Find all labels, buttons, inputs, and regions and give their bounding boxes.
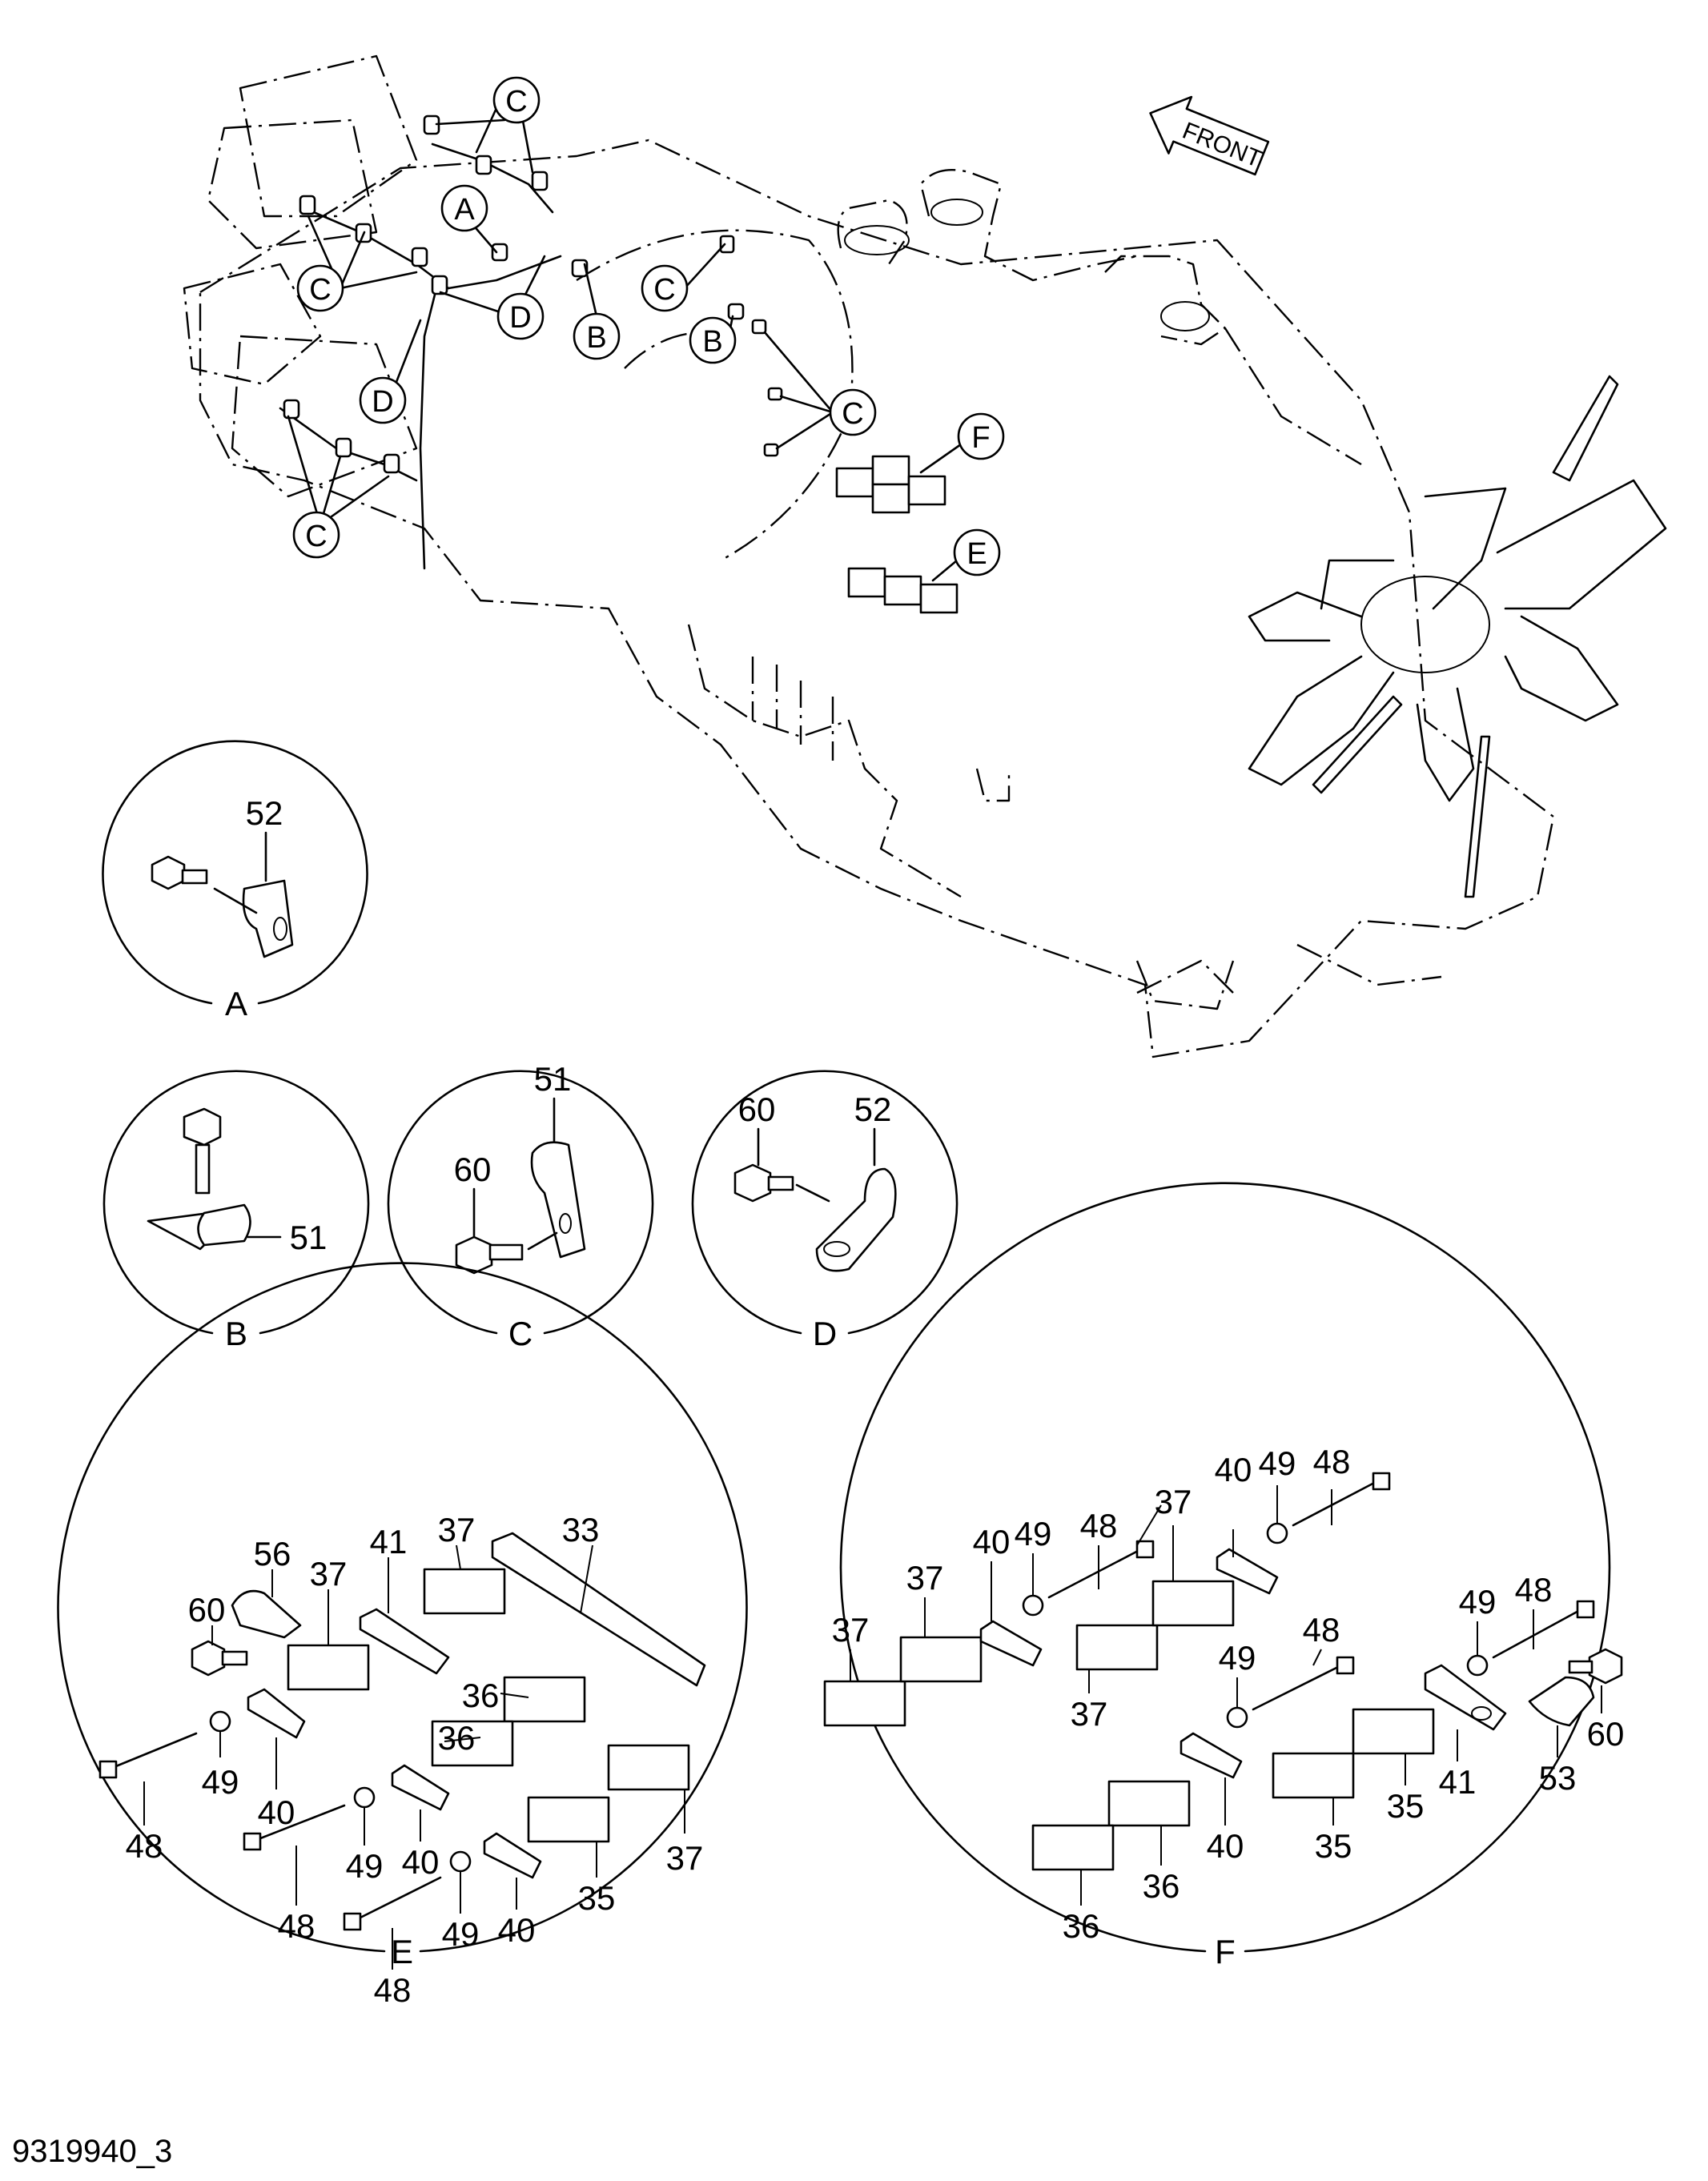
detail-f-label-37d: 37 [1071, 1695, 1108, 1733]
front-arrow: FRONT [1149, 95, 1270, 176]
bubble-c-label: C [505, 85, 527, 118]
detail-e-label-40b: 40 [402, 1843, 440, 1881]
detail-f-label-53: 53 [1539, 1759, 1577, 1797]
callout-bubble-a: A [440, 184, 498, 254]
callout-bubble-e: E [931, 528, 1001, 582]
detail-a: A 52 [102, 740, 368, 1022]
detail-d-label-52: 52 [854, 1090, 892, 1128]
detail-e-label-41: 41 [370, 1523, 408, 1560]
callout-bubble-c3: C [287, 415, 390, 559]
bubble-c4-label: C [653, 273, 675, 307]
bubble-c5-label: C [842, 397, 863, 431]
detail-f-label-60: 60 [1587, 1715, 1625, 1753]
detail-f-label-48a: 48 [1313, 1443, 1351, 1480]
main-callouts: C A C D B D C [287, 76, 1005, 582]
detail-e: E [57, 1262, 748, 2009]
bubble-d2-label: D [372, 385, 393, 419]
detail-e-label-48b: 48 [278, 1907, 315, 1945]
detail-f-caption: F [1215, 1933, 1236, 1970]
detail-f-label-49a: 49 [1259, 1444, 1296, 1482]
detail-c-label-60: 60 [454, 1151, 492, 1188]
callout-bubble-f: F [919, 412, 1005, 474]
detail-f-label-37a: 37 [1155, 1483, 1192, 1520]
detail-e-label-37a: 37 [438, 1511, 476, 1548]
callout-bubble-c5: C [763, 331, 877, 450]
wiring-harness [279, 114, 958, 614]
detail-e-label-37c: 37 [666, 1839, 704, 1877]
detail-a-caption: A [225, 985, 247, 1022]
detail-b-caption: B [225, 1315, 247, 1352]
detail-f-label-40c: 40 [1207, 1827, 1244, 1865]
detail-f-label-49c: 49 [1459, 1583, 1497, 1621]
detail-d: D 60 52 [691, 1070, 958, 1352]
detail-e-label-40c: 40 [498, 1911, 536, 1949]
detail-e-label-60: 60 [188, 1591, 226, 1629]
bubble-d-label: D [509, 301, 531, 335]
detail-e-caption: E [391, 1933, 413, 1970]
callout-bubble-c4: C [641, 243, 726, 312]
detail-e-label-36a: 36 [462, 1677, 500, 1714]
detail-f-label-48c: 48 [1515, 1571, 1553, 1609]
bubble-b2-label: B [702, 325, 722, 359]
detail-e-label-49a: 49 [202, 1763, 239, 1801]
detail-e-label-49b: 49 [346, 1847, 384, 1885]
callout-bubble-c: C [435, 76, 541, 174]
callout-bubble-b2: B [689, 315, 737, 364]
detail-e-label-37b: 37 [310, 1555, 348, 1593]
bubble-b-label: B [586, 321, 606, 355]
detail-c: C 51 60 [387, 1060, 654, 1352]
detail-e-label-48c: 48 [374, 1971, 412, 2009]
detail-f-label-49d: 49 [1219, 1639, 1256, 1677]
detail-b-label-51: 51 [290, 1219, 328, 1256]
bubble-e-label: E [967, 537, 987, 571]
detail-e-label-56: 56 [254, 1535, 291, 1572]
reference-number: 9319940_3 [12, 2134, 172, 2169]
detail-e-label-33: 33 [562, 1511, 600, 1548]
callout-bubble-d: D [439, 255, 546, 340]
detail-f-label-48d: 48 [1303, 1611, 1340, 1649]
detail-f-label-35a: 35 [1387, 1787, 1425, 1825]
detail-c-caption: C [508, 1315, 532, 1352]
detail-e-label-35: 35 [578, 1879, 616, 1917]
detail-e-label-49c: 49 [442, 1915, 480, 1953]
bubble-f-label: F [971, 421, 990, 455]
detail-b: B 51 [102, 1070, 370, 1352]
detail-c-label-51: 51 [534, 1060, 572, 1098]
detail-f-label-35b: 35 [1315, 1827, 1352, 1865]
callout-bubble-b: B [573, 263, 621, 360]
detail-f-label-36b: 36 [1063, 1907, 1100, 1945]
detail-d-label-60: 60 [738, 1090, 776, 1128]
detail-f-label-37b: 37 [906, 1559, 944, 1597]
detail-e-label-36b: 36 [438, 1719, 476, 1757]
detail-f-label-49b: 49 [1015, 1515, 1052, 1552]
detail-f: F [823, 1182, 1625, 1970]
detail-e-label-48a: 48 [126, 1827, 163, 1865]
callout-bubble-c2: C [296, 215, 418, 312]
detail-e-label-40a: 40 [258, 1793, 295, 1831]
bubble-c2-label: C [309, 273, 331, 307]
detail-f-label-40a: 40 [1215, 1451, 1252, 1488]
detail-f-label-37c: 37 [832, 1611, 870, 1649]
detail-f-label-36a: 36 [1143, 1867, 1180, 1905]
bubble-c3-label: C [305, 520, 327, 553]
detail-d-caption: D [813, 1315, 837, 1352]
detail-f-label-48b: 48 [1080, 1507, 1118, 1544]
detail-f-label-40b: 40 [973, 1523, 1011, 1560]
bubble-a-label: A [454, 193, 475, 227]
detail-a-label-52: 52 [246, 794, 283, 832]
detail-f-label-41: 41 [1439, 1763, 1477, 1801]
callout-bubble-d2: D [359, 319, 422, 424]
engine-assembly [183, 54, 1667, 1058]
